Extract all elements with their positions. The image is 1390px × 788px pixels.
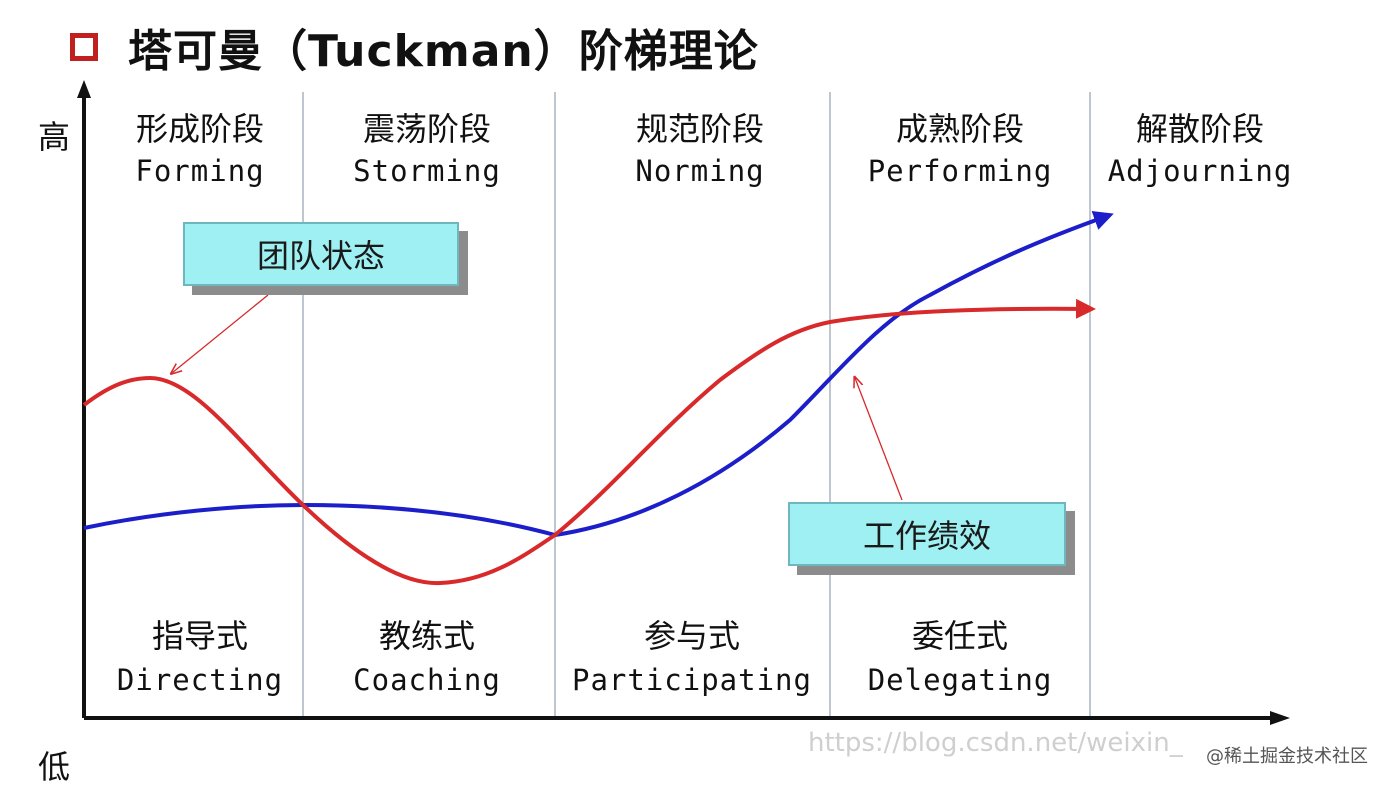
stage-norming: 规范阶段 Norming xyxy=(635,110,765,188)
style-directing: 指导式 Directing xyxy=(116,617,284,697)
stage-performing: 成熟阶段 Performing xyxy=(867,110,1053,188)
watermark-url: https://blog.csdn.net/weixin_ xyxy=(808,728,1183,758)
y-axis-arrowhead xyxy=(77,80,91,98)
axis-high-label: 高 xyxy=(38,118,71,156)
style-coaching: 教练式 Coaching xyxy=(353,617,501,697)
page-title: 塔可曼（Tuckman）阶梯理论 xyxy=(128,26,759,77)
team-state-callout: 团队状态 xyxy=(183,222,459,286)
style-delegating: 委任式 Delegating xyxy=(867,617,1053,697)
team-state-pointer xyxy=(172,294,269,373)
work-performance-callout: 工作绩效 xyxy=(788,502,1066,566)
team-state-curve xyxy=(82,298,1096,586)
work-performance-curve xyxy=(83,210,1114,538)
style-participating: 参与式 Participating xyxy=(572,617,812,697)
square-bullet-icon xyxy=(70,33,98,61)
work-performance-pointer xyxy=(855,378,903,501)
x-axis-arrowhead xyxy=(1270,711,1290,725)
axis-low-label: 低 xyxy=(38,748,71,786)
title-row: 塔可曼（Tuckman）阶梯理论 xyxy=(70,12,759,82)
stage-storming: 震荡阶段 Storming xyxy=(353,110,501,188)
watermark-badge: @稀土掘金技术社区 xyxy=(1206,746,1368,767)
stage-adjourning: 解散阶段 Adjourning xyxy=(1107,110,1293,188)
stage-forming: 形成阶段 Forming xyxy=(135,110,265,188)
